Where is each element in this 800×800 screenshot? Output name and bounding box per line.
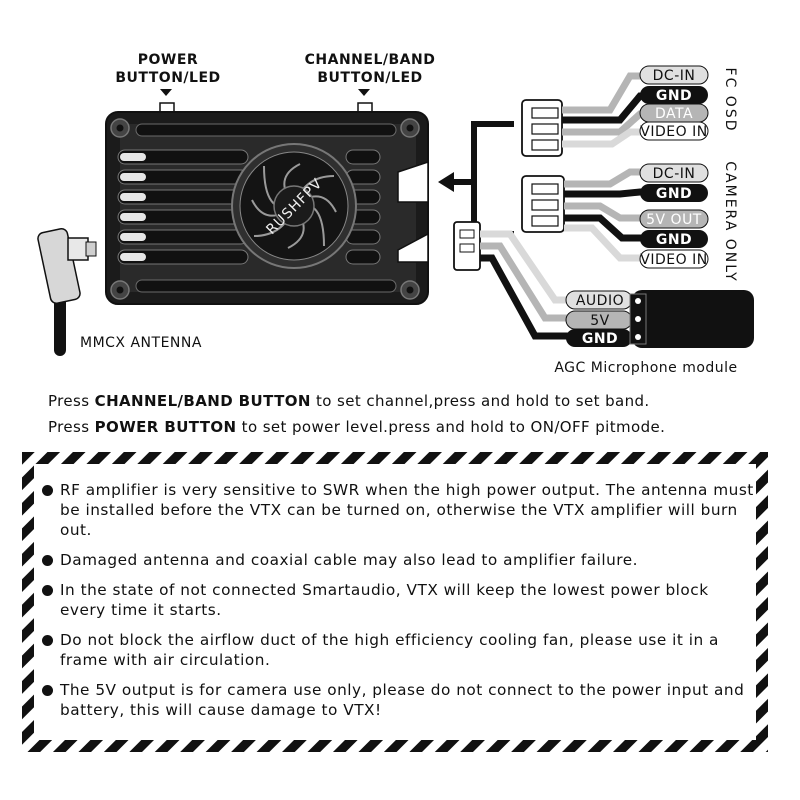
channel-pointer-icon (358, 89, 370, 96)
camera-pin-labels: DC-IN GND 5V OUT GND VIDEO IN (639, 163, 709, 269)
mic-module-icon (629, 290, 754, 348)
instruction-bold: CHANNEL/BAND BUTTON (94, 392, 311, 410)
mic-pin-audio: AUDIO (576, 293, 624, 309)
screw-icon (110, 118, 420, 300)
fc-osd-connector (521, 72, 650, 157)
connector-bracket (471, 121, 514, 237)
cooling-fan-icon (231, 143, 357, 269)
instruction-power: Press POWER BUTTON to set power level.pr… (48, 418, 665, 436)
channel-button-label-line1: CHANNEL/BAND (305, 52, 436, 68)
warning-text: RF amplifier is very sensitive to SWR wh… (60, 481, 754, 539)
fc-osd-pin-dc-in: DC-IN (653, 68, 696, 84)
warning-text: In the state of not connected Smartaudio… (60, 581, 709, 619)
warning-item: RF amplifier is very sensitive to SWR wh… (42, 480, 754, 540)
power-pointer-icon (160, 89, 172, 96)
camera-connector (521, 168, 650, 262)
instruction-text: to set channel,press and hold to set ban… (310, 392, 650, 410)
camera-pin-5v-out: 5V OUT (646, 212, 702, 228)
mmcx-antenna-icon (37, 228, 97, 356)
camera-only-label: CAMERA ONLY (722, 161, 738, 282)
warning-list: RF amplifier is very sensitive to SWR wh… (42, 480, 754, 730)
vtx-wiring-diagram: POWER BUTTON/LED CHANNEL/BAND BUTTON/LED (37, 52, 754, 376)
bullet-icon (42, 685, 53, 696)
instruction-text: Press (48, 418, 95, 436)
connector-port (397, 160, 429, 203)
warning-text: Do not block the airflow duct of the hig… (60, 631, 719, 669)
warning-box: RF amplifier is very sensitive to SWR wh… (22, 452, 768, 752)
camera-pin-dc-in: DC-IN (653, 166, 696, 182)
warning-item: Damaged antenna and coaxial cable may al… (42, 550, 754, 570)
warning-text: Damaged antenna and coaxial cable may al… (60, 551, 639, 569)
bullet-icon (42, 585, 53, 596)
mic-module-label: AGC Microphone module (554, 360, 737, 376)
bullet-icon (42, 635, 53, 646)
fc-osd-pin-video-in: VIDEO IN (640, 124, 707, 140)
antenna-label: MMCX ANTENNA (80, 335, 202, 351)
warning-item: The 5V output is for camera use only, pl… (42, 680, 754, 720)
power-button-label-line2: BUTTON/LED (115, 70, 220, 86)
instruction-text: Press (48, 392, 95, 410)
connector-port (397, 232, 429, 263)
vtx-body: RUSHFPV (105, 111, 429, 305)
fc-osd-label: FC OSD (722, 68, 738, 133)
arrow-head-icon (438, 172, 454, 192)
cooling-fins (117, 149, 381, 265)
fc-osd-pin-labels: DC-IN GND DATA VIDEO IN (639, 65, 709, 141)
camera-pin-gnd: GND (656, 186, 692, 202)
bullet-icon (42, 555, 53, 566)
channel-button-label-line2: BUTTON/LED (317, 70, 422, 86)
warning-item: Do not block the airflow duct of the hig… (42, 630, 754, 670)
camera-pin-video-in: VIDEO IN (640, 252, 707, 268)
mic-pin-labels: AUDIO 5V GND (565, 290, 633, 347)
warning-text: The 5V output is for camera use only, pl… (60, 681, 745, 719)
power-button-label-line1: POWER (138, 52, 198, 68)
instruction-bold: POWER BUTTON (94, 418, 237, 436)
instruction-channel: Press CHANNEL/BAND BUTTON to set channel… (48, 392, 650, 410)
instruction-text: to set power level.press and hold to ON/… (236, 418, 666, 436)
bullet-icon (42, 485, 53, 496)
warning-item: In the state of not connected Smartaudio… (42, 580, 754, 620)
fc-osd-pin-gnd: GND (656, 88, 692, 104)
mic-pin-5v: 5V (590, 313, 609, 329)
mic-pin-gnd: GND (582, 331, 618, 347)
camera-pin-gnd-2: GND (656, 232, 692, 248)
fc-osd-pin-data: DATA (655, 106, 693, 122)
hazard-border (22, 452, 768, 752)
